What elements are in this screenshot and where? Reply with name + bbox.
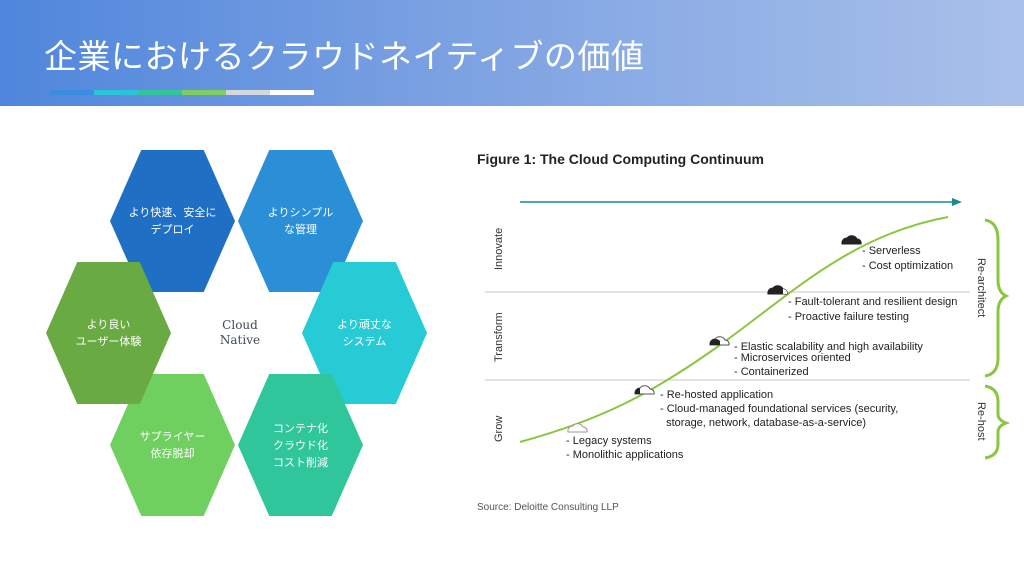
band-label-grow: Grow (493, 416, 505, 442)
stage-elastic-line-3: - Containerized (734, 366, 809, 378)
stage-fault-tolerant-line-2: - Proactive failure testing (788, 311, 909, 323)
stage-legacy-line-1: - Legacy systems (566, 435, 652, 447)
accent-bar-5 (226, 90, 270, 95)
brace-label-rehost: Re-host (975, 402, 987, 441)
cloud-icon (709, 336, 730, 346)
header-banner: 企業におけるクラウドネイティブの価値 (0, 0, 1024, 106)
hex-label: よりシンプル な管理 (267, 206, 334, 236)
hex-label: より快速、安全に デプロイ (128, 206, 217, 236)
figure-title: Figure 1: The Cloud Computing Continuum (477, 151, 764, 167)
stage-rehosted-line-1: - Re-hosted application (660, 389, 773, 401)
stage-serverless-line-1: - Serverless (862, 245, 921, 257)
band-label-transform: Transform (493, 312, 505, 362)
cloud-icon (567, 423, 588, 433)
hex-label: サプライヤー 依存脱却 (139, 430, 206, 460)
stage-serverless-line-2: - Cost optimization (862, 260, 953, 272)
continuum-figure: Innovate Transform Grow - Serverless - C… (485, 198, 1010, 461)
stage-fault-tolerant-line-1: - Fault-tolerant and resilient design (788, 296, 957, 308)
brace-rehost (984, 384, 1010, 460)
hex-simpler-management: よりシンプル な管理 (238, 150, 363, 292)
cloud-icon (841, 235, 862, 245)
accent-bar-4 (182, 90, 226, 95)
hex-label: コンテナ化 クラウド化 コスト削減 (273, 421, 328, 469)
brace-rearchitect (984, 218, 1010, 378)
hex-label: より良い ユーザー体験 (75, 318, 142, 348)
stage-elastic-line-1: - Elastic scalability and high availabil… (734, 341, 923, 353)
accent-bar-2 (94, 90, 138, 95)
page-title: 企業におけるクラウドネイティブの価値 (44, 37, 645, 76)
cloud-icon (634, 385, 655, 395)
accent-bar-3 (138, 90, 182, 95)
stage-rehosted-line-2: - Cloud-managed foundational services (s… (660, 403, 898, 415)
accent-bar-6 (270, 90, 314, 95)
figure-source: Source: Deloitte Consulting LLP (477, 502, 619, 513)
accent-bar-1 (50, 90, 94, 95)
hex-containerization: コンテナ化 クラウド化 コスト削減 (238, 374, 363, 516)
cloud-icon (767, 285, 788, 295)
stage-rehosted-line-3: storage, network, database-as-a-service) (660, 417, 866, 429)
stage-legacy-line-2: - Monolithic applications (566, 449, 684, 461)
stage-elastic-line-2: - Microservices oriented (734, 352, 851, 364)
arrow-head (952, 198, 962, 206)
center-label: Cloud Native (219, 318, 261, 347)
hex-label: より頑丈な システム (337, 318, 392, 348)
brace-label-rearchitect: Re-architect (975, 258, 987, 317)
band-label-innovate: Innovate (493, 228, 505, 270)
